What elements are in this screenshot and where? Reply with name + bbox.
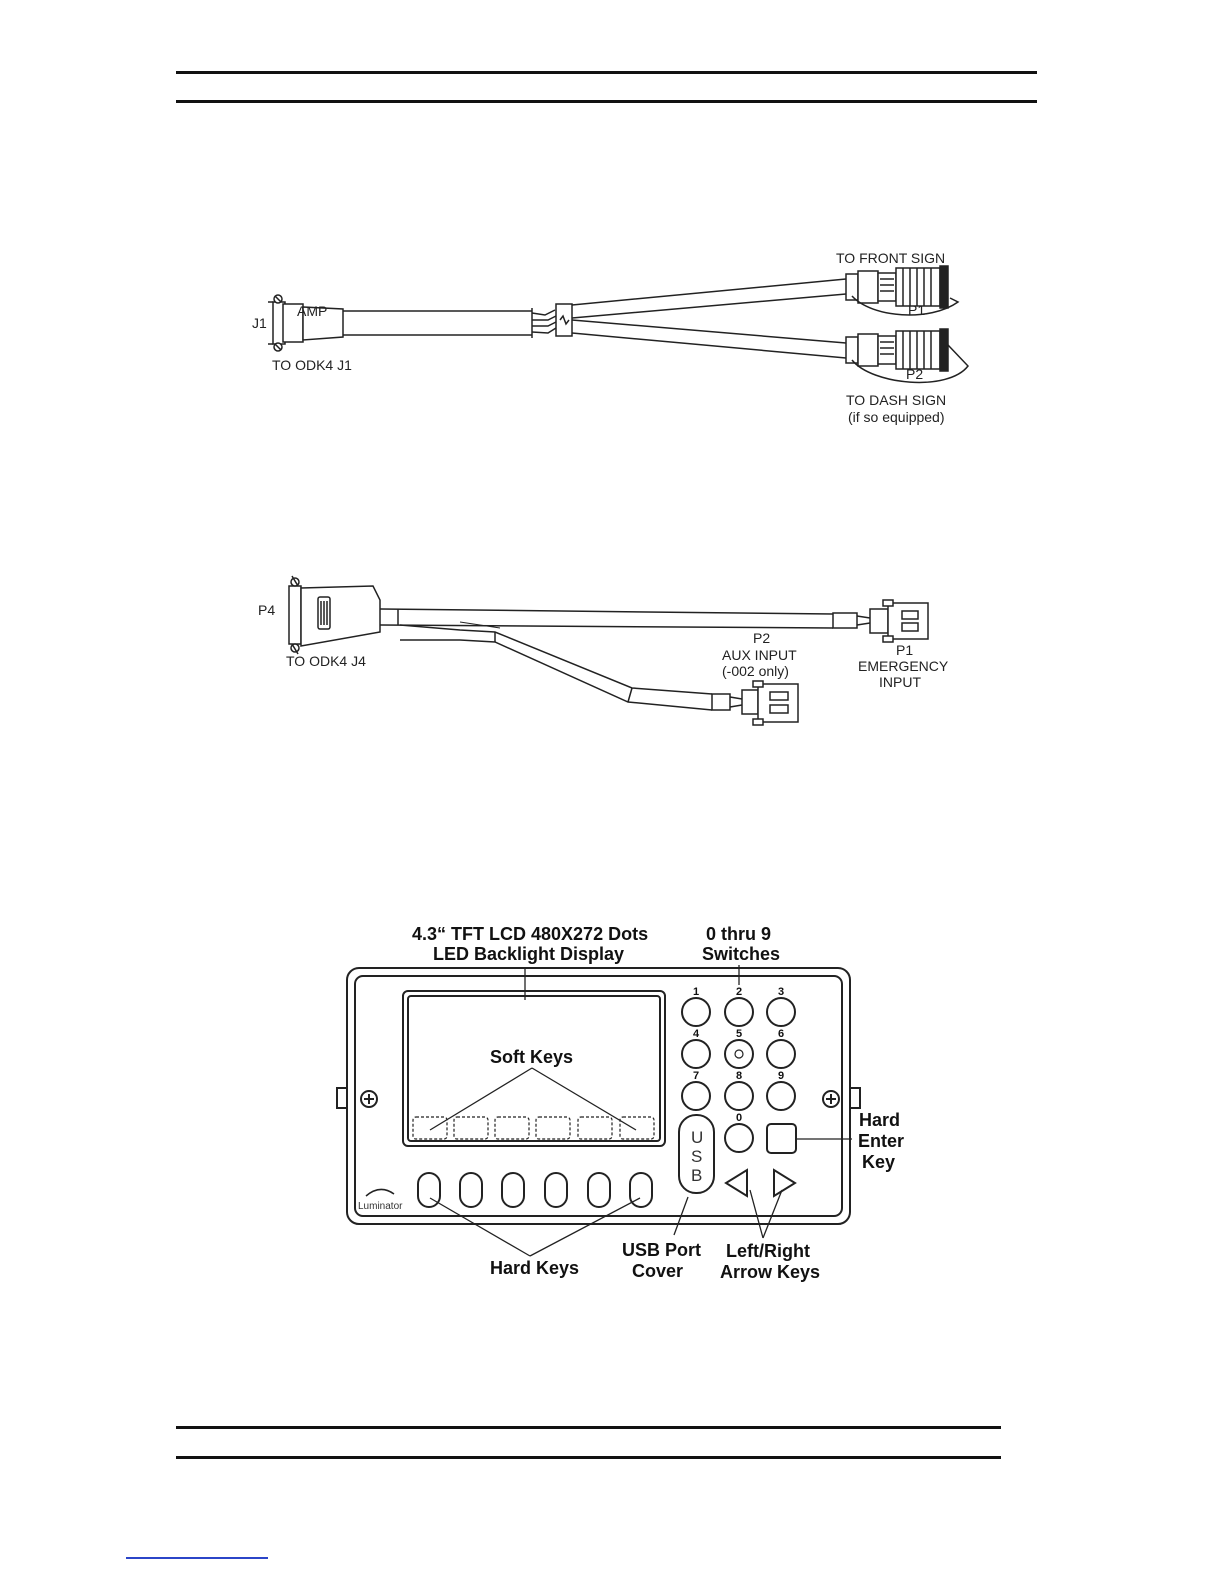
p1-emergency-line1: EMERGENCY — [858, 658, 949, 674]
p4-label: P4 — [258, 602, 275, 618]
hard-keys-label: Hard Keys — [490, 1258, 579, 1278]
key-number: 3 — [778, 986, 784, 998]
p2-label: P2 — [906, 366, 923, 382]
dash-sign-label: TO DASH SIGN — [846, 392, 946, 408]
display-spec-line1: 4.3“ TFT LCD 480X272 Dots — [412, 924, 648, 944]
key-number: 5 — [736, 1028, 742, 1040]
control-panel-diagram — [337, 968, 860, 1224]
front-sign-label: TO FRONT SIGN — [836, 250, 945, 266]
hard-enter-line1: Hard — [859, 1110, 900, 1130]
usb-cover-line2: Cover — [632, 1261, 683, 1281]
key-number: 1 — [693, 986, 699, 998]
key-number: 7 — [693, 1070, 699, 1082]
dash-sign-note: (if so equipped) — [848, 409, 945, 425]
switches-line1: 0 thru 9 — [706, 924, 771, 944]
p2-aux-line2: (-002 only) — [722, 663, 789, 679]
key-number: 2 — [736, 986, 742, 998]
p1-connector — [846, 266, 958, 315]
hard-enter-line3: Key — [862, 1152, 895, 1172]
arrow-keys-line2: Arrow Keys — [720, 1262, 820, 1282]
p2-aux-label: P2 — [753, 630, 770, 646]
usb-cover-line1: USB Port — [622, 1240, 701, 1260]
harness-1-diagram — [268, 266, 968, 382]
harness-2-diagram — [289, 576, 928, 725]
amp-mark: AMP — [297, 303, 327, 319]
hard-enter-line2: Enter — [858, 1131, 904, 1151]
arrow-keys-line1: Left/Right — [726, 1241, 810, 1261]
brand-label: Luminator — [358, 1201, 403, 1212]
p1-emergency-connector — [870, 600, 928, 642]
key-number: 9 — [778, 1070, 784, 1082]
p4-connector — [289, 576, 380, 654]
usb-letter: B — [691, 1166, 702, 1185]
key-number: 0 — [736, 1112, 742, 1124]
usb-letter: S — [691, 1147, 702, 1166]
key-number: 6 — [778, 1028, 784, 1040]
usb-letter: U — [691, 1128, 703, 1147]
key-number: 8 — [736, 1070, 742, 1082]
switches-line2: Switches — [702, 944, 780, 964]
display-spec-line2: LED Backlight Display — [433, 944, 624, 964]
p2-aux-connector — [742, 681, 798, 725]
j1-destination: TO ODK4 J1 — [272, 357, 352, 373]
p2-aux-line1: AUX INPUT — [722, 647, 797, 663]
key-number: 4 — [693, 1028, 700, 1040]
p4-destination: TO ODK4 J4 — [286, 653, 366, 669]
soft-keys-label: Soft Keys — [490, 1047, 573, 1067]
j1-label: J1 — [252, 315, 267, 331]
p1-emergency-label: P1 — [896, 642, 913, 658]
p1-emergency-line2: INPUT — [879, 674, 921, 690]
p1-label: P1 — [908, 302, 925, 318]
